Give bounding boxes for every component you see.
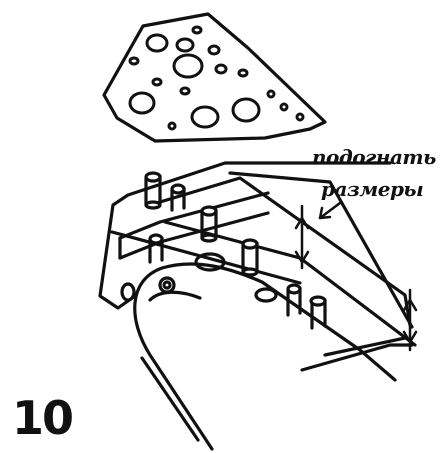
- plate-hole: [191, 25, 203, 35]
- plate-hole: [167, 121, 177, 131]
- base-hole: [120, 282, 136, 302]
- pin: [286, 283, 302, 317]
- plate-hole: [279, 102, 289, 112]
- plate-hole: [172, 53, 204, 79]
- annotation-line2: размеры: [321, 177, 424, 201]
- plate-hole: [151, 77, 163, 87]
- base-hole: [194, 252, 226, 272]
- figure-number: 10: [12, 391, 74, 445]
- plate-hole: [231, 97, 261, 123]
- dimension-markers: [294, 204, 418, 352]
- plate-hole: [175, 37, 195, 53]
- pin: [144, 171, 162, 210]
- plate-hole: [214, 63, 228, 75]
- annotation-line1: подогнать: [312, 145, 436, 169]
- base-hole: [254, 287, 278, 303]
- plate-hole: [237, 68, 249, 78]
- guide-bar: [133, 262, 397, 451]
- plate-hole: [295, 112, 305, 122]
- plate-hole: [128, 91, 156, 115]
- perforated-template-plate: [102, 12, 327, 143]
- pin: [148, 233, 164, 264]
- pin: [170, 183, 186, 212]
- pins: [144, 171, 327, 330]
- plate-hole: [145, 33, 169, 53]
- pin: [241, 238, 259, 277]
- plate-hole: [179, 86, 191, 96]
- plate-hole: [190, 105, 220, 129]
- plate-hole: [207, 44, 221, 56]
- plate-hole: [266, 89, 276, 99]
- annotation-arrow: [318, 201, 342, 220]
- plate-hole: [128, 56, 140, 66]
- mounting-screw: [158, 276, 176, 294]
- pin: [200, 205, 218, 243]
